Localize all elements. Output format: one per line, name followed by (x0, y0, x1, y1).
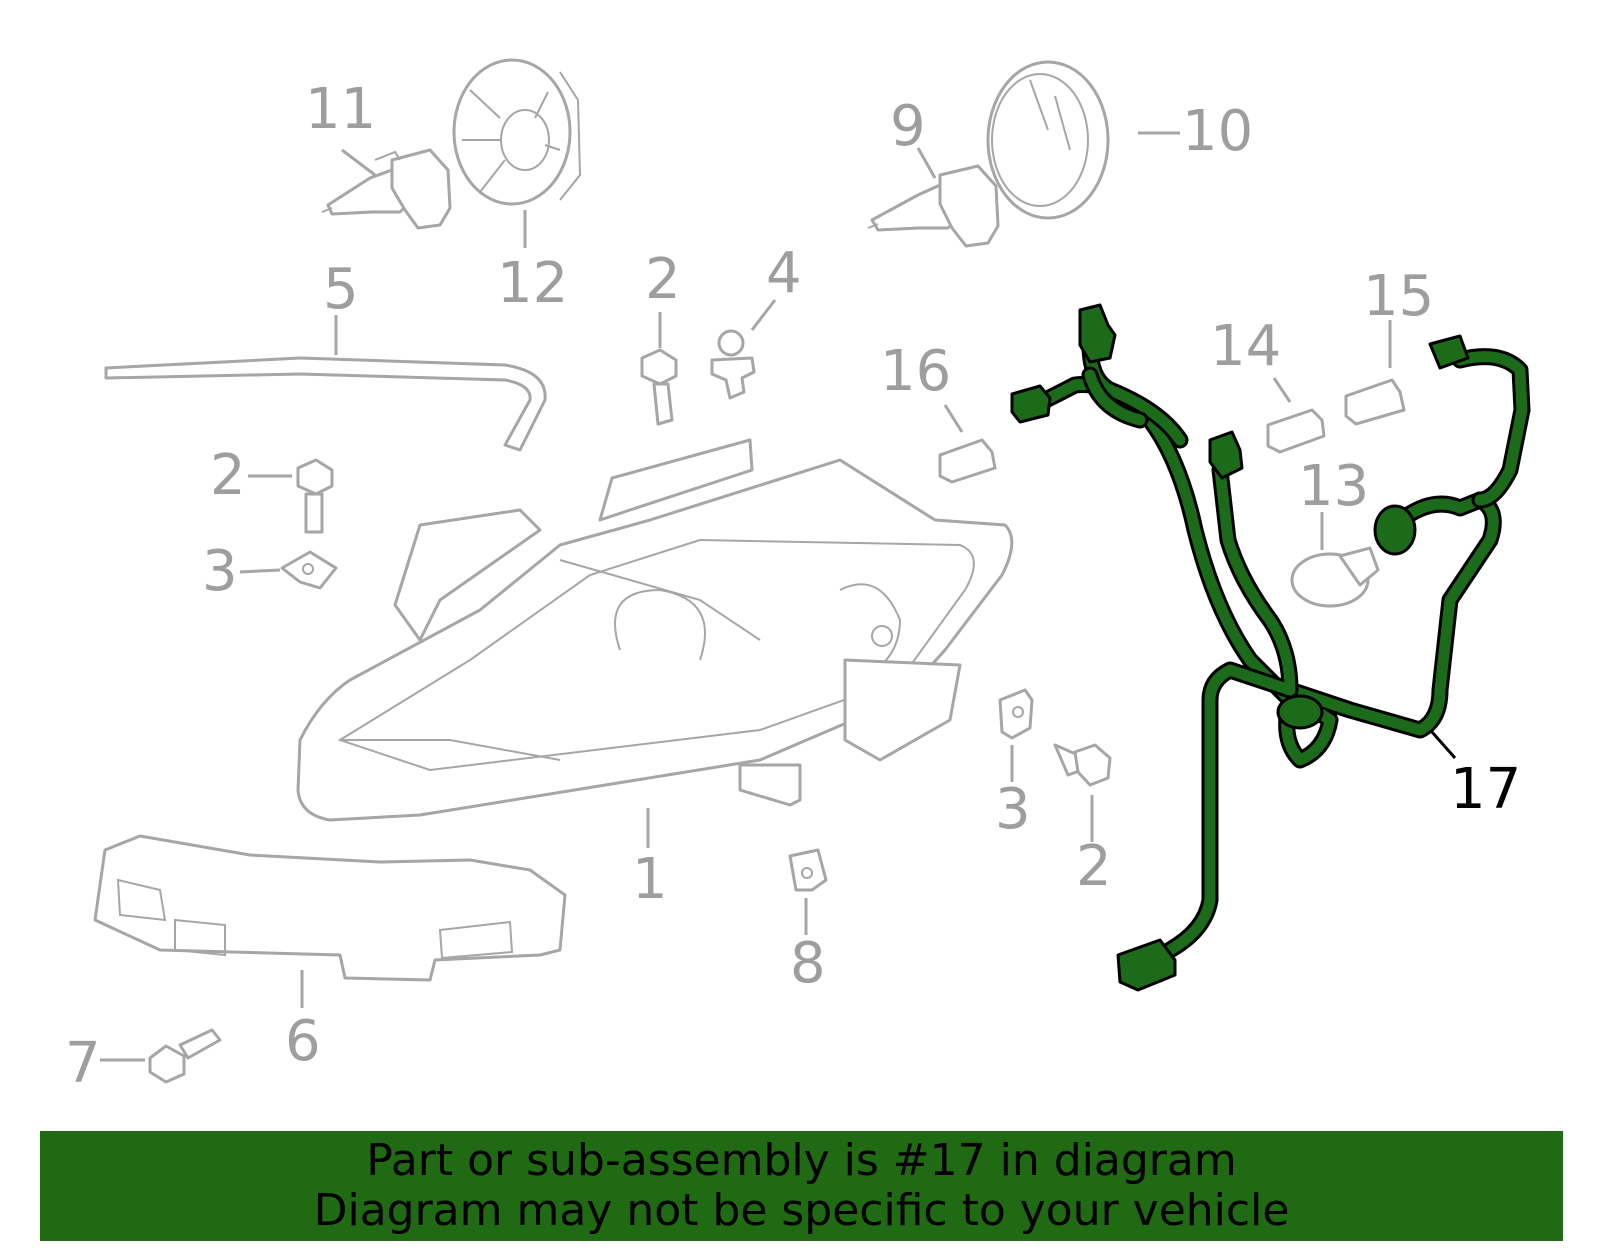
part-8-clip[interactable] (788, 848, 828, 892)
callout-3-left: 3 (202, 539, 238, 604)
part-2-bolt-left[interactable] (296, 458, 334, 534)
callout-labels: 11 12 9 10 5 2 4 2 3 16 14 15 13 1 3 2 8… (65, 77, 1521, 1096)
callout-15: 15 (1363, 264, 1434, 329)
part-10-cover-ring[interactable] (986, 60, 1110, 220)
callout-2-right: 2 (1076, 834, 1112, 899)
callout-13: 13 (1298, 454, 1369, 519)
part-1-headlamp-assembly[interactable] (296, 438, 1014, 822)
part-7-bolt[interactable] (148, 1028, 222, 1084)
callout-6: 6 (285, 1009, 321, 1074)
info-banner: Part or sub-assembly is #17 in diagram D… (40, 1131, 1563, 1241)
part-15-bulb[interactable] (1344, 378, 1406, 426)
part-14-bulb[interactable] (1266, 408, 1326, 454)
banner-line-1: Part or sub-assembly is #17 in diagram (366, 1135, 1237, 1186)
callout-2-left: 2 (210, 443, 246, 508)
callout-2-top: 2 (645, 247, 681, 312)
callout-1: 1 (632, 847, 668, 912)
part-9-bulb[interactable] (867, 164, 1000, 248)
callout-16: 16 (880, 339, 951, 404)
callout-7: 7 (65, 1031, 101, 1096)
part-5-weatherstrip[interactable] (104, 356, 547, 452)
part-17-wiring-harness[interactable] (1010, 303, 1531, 992)
callout-3-right: 3 (995, 777, 1031, 842)
part-3-clip-left[interactable] (280, 550, 338, 590)
callout-10: 10 (1182, 99, 1253, 164)
part-13-bulb[interactable] (1290, 546, 1380, 608)
callout-arrows (100, 131, 1457, 1062)
part-12-socket-cap[interactable] (452, 58, 582, 206)
part-2-bolt-right[interactable] (1053, 743, 1112, 787)
callout-9: 9 (890, 94, 926, 159)
callout-11: 11 (305, 77, 376, 142)
part-11-bulb[interactable] (321, 148, 452, 230)
part-4-clip[interactable] (710, 329, 756, 400)
part-16-bulb[interactable] (938, 438, 997, 484)
callout-12: 12 (497, 251, 568, 316)
part-3-clip-right[interactable] (998, 688, 1034, 740)
part-2-bolt-upper[interactable] (640, 348, 678, 426)
banner-line-2: Diagram may not be specific to your vehi… (313, 1185, 1290, 1236)
callout-14: 14 (1210, 314, 1281, 379)
callout-17: 17 (1450, 757, 1521, 822)
callout-8: 8 (790, 931, 826, 996)
callout-5: 5 (323, 257, 359, 322)
part-6-bracket[interactable] (93, 834, 567, 982)
callout-4: 4 (766, 241, 802, 306)
